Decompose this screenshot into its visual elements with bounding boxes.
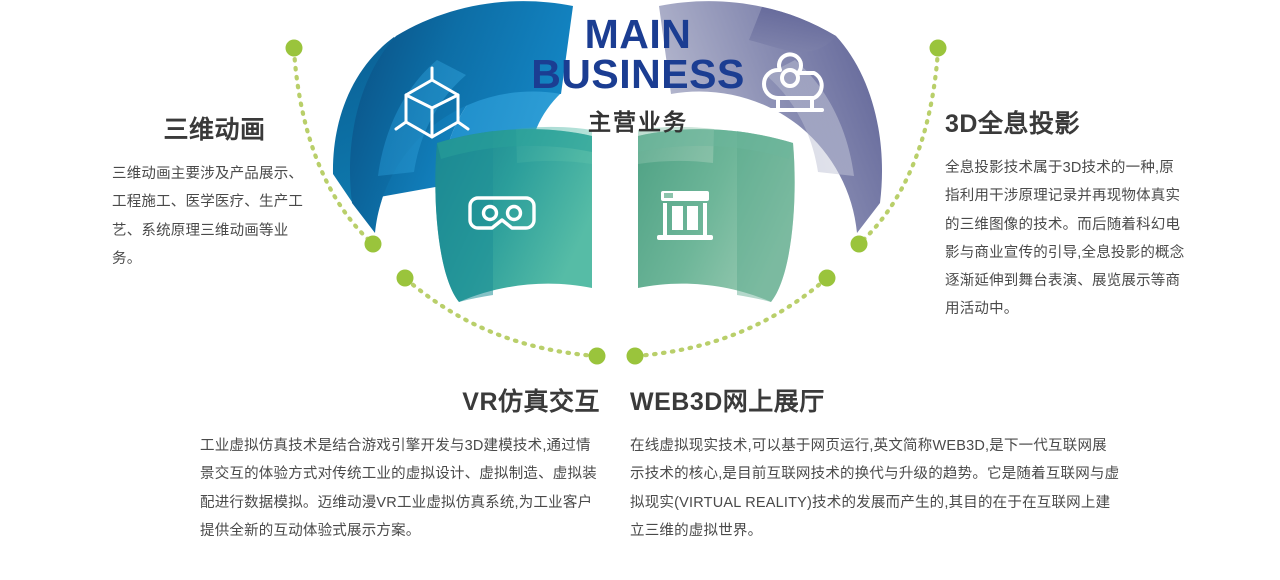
section-vr-simulation: VR仿真交互 工业虚拟仿真技术是结合游戏引擎开发与3D建模技术,通过情景交互的体… (200, 382, 600, 545)
arc-upper-right (857, 47, 941, 246)
section-body-three-d-animation: 三维动画主要涉及产品展示、工程施工、医学医疗、生产工艺、系统原理三维动画等业务。 (112, 166, 304, 267)
petal-vr-simulation[interactable] (435, 126, 592, 302)
dot-upper-left-inner (364, 235, 382, 253)
section-three-d-animation: 三维动画 三维动画主要涉及产品展示、工程施工、医学医疗、生产工艺、系统原理三维动… (112, 110, 317, 273)
dot-lower-right-outer (818, 269, 836, 287)
storefront-icon (657, 191, 713, 240)
section-heading-three-d-animation: 三维动画 (163, 116, 266, 144)
arc-upper-left (291, 47, 375, 246)
dot-lower-left-inner (588, 347, 606, 365)
hologram-projector-icon (762, 52, 824, 112)
section-web3d-showroom: WEB3D网上展厅 在线虚拟现实技术,可以基于网页运行,英文简称WEB3D,是下… (630, 382, 1120, 545)
petal-purple-main (659, 1, 883, 233)
section-heading-web3d-showroom: WEB3D网上展厅 (630, 388, 825, 416)
petal-blue-main (349, 1, 573, 233)
dot-upper-left-outer (285, 39, 303, 57)
section-body-vr-simulation: 工业虚拟仿真技术是结合游戏引擎开发与3D建模技术,通过情景交互的体验方式对传统工… (200, 438, 597, 539)
petal-green-main (638, 129, 795, 302)
section-body-holographic-projection: 全息投影技术属于3D技术的一种,原指利用干涉原理记录并再现物体真实的三维图像的技… (945, 160, 1185, 318)
dot-lower-right-inner (626, 347, 644, 365)
section-body-web3d-showroom: 在线虚拟现实技术,可以基于网页运行,英文简称WEB3D,是下一代互联网展示技术的… (630, 438, 1120, 539)
petal-green-right-band (737, 131, 795, 302)
cube-3d-icon (394, 66, 470, 139)
petal-teal-left-band (435, 131, 493, 302)
section-heading-vr-simulation: VR仿真交互 (462, 388, 600, 416)
arc-lower-left (403, 276, 599, 359)
arc-endpoint-dots (285, 39, 947, 365)
petal-holographic-projection[interactable] (659, 1, 883, 233)
petal-web3d-showroom[interactable] (638, 126, 795, 302)
section-holographic-projection: 3D全息投影 全息投影技术属于3D技术的一种,原指利用干涉原理记录并再现物体真实… (945, 104, 1185, 324)
dot-lower-left-outer (396, 269, 414, 287)
dot-upper-right-outer (929, 39, 947, 57)
section-heading-holographic-projection: 3D全息投影 (945, 110, 1080, 138)
dot-upper-right-inner (850, 235, 868, 253)
petal-teal-topedge (437, 129, 592, 159)
petal-purple-highlight (766, 60, 854, 176)
petal-green-topedge (638, 129, 793, 159)
arc-lower-right (633, 276, 829, 359)
petal-purple-edge (749, 7, 836, 52)
petal-blue-highlight (378, 60, 466, 176)
vr-goggles-icon (468, 196, 536, 230)
